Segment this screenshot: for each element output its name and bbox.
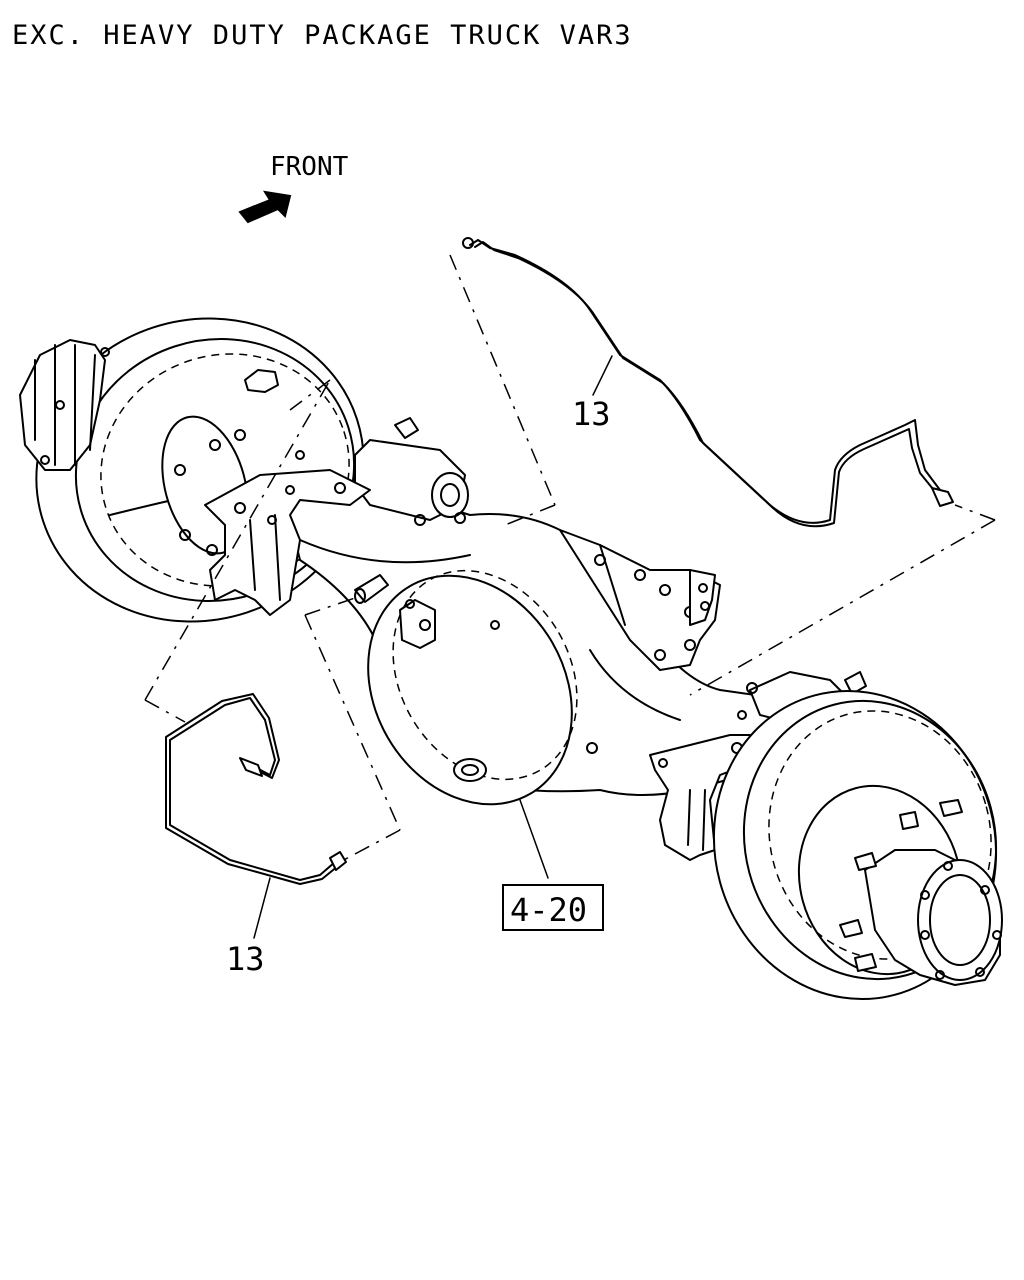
brake-pipe-upper <box>462 237 954 528</box>
right-wheel-studs <box>839 799 963 972</box>
front-arrow-icon <box>238 190 292 224</box>
left-brake-chamber <box>354 417 469 526</box>
brake-pipe-lower <box>165 693 347 885</box>
phantom-lines <box>144 254 996 863</box>
callout-pipe-upper: 13 <box>572 395 611 433</box>
left-drum-fitting <box>244 369 279 393</box>
right-wheel-hub <box>864 849 1003 986</box>
leader-lines <box>253 355 613 939</box>
front-label: FRONT <box>270 152 349 182</box>
differential-cover <box>367 569 598 806</box>
callout-pipe-lower: 13 <box>226 940 265 978</box>
left-wheel-hub <box>19 339 110 471</box>
housing-pipe-fitting <box>354 574 389 604</box>
callout-reference: 4-20 <box>510 891 587 929</box>
page-title: EXC. HEAVY DUTY PACKAGE TRUCK VAR3 <box>12 20 633 51</box>
reference-box <box>502 884 604 931</box>
left-spring-seat <box>204 450 371 616</box>
differential-carrier <box>559 529 721 671</box>
